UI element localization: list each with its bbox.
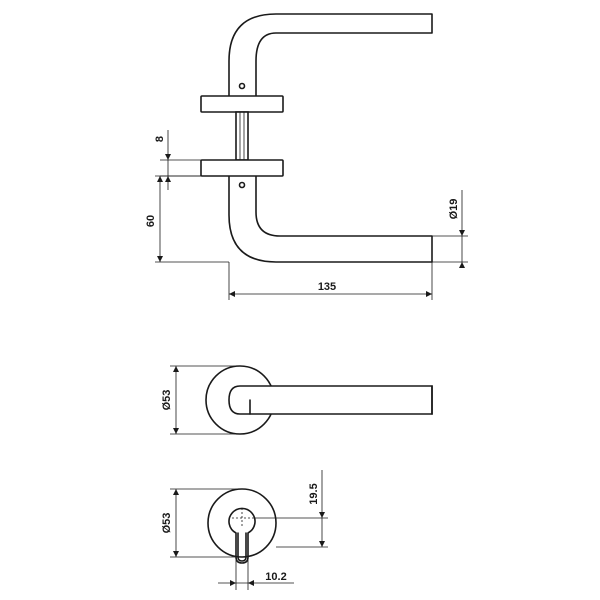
keyhole-inner — [237, 532, 247, 562]
dim-handle-height: 60 — [145, 175, 229, 263]
dim-escutcheon-diameter-label: Ø53 — [161, 513, 173, 534]
side-view-bottom-rose — [200, 159, 284, 177]
screw-hole-top — [238, 82, 246, 90]
side-view-lever — [228, 13, 433, 97]
dim-keyhole-width-label: 10.2 — [265, 571, 286, 583]
side-view-top-rose — [200, 95, 284, 113]
screw-hole-bottom — [238, 181, 246, 189]
front-view: Ø53 — [161, 365, 433, 435]
escutcheon-rose — [207, 488, 277, 558]
side-view-lower-handle — [228, 175, 433, 263]
side-view: 8 60 Ø19 135 — [145, 13, 468, 300]
dim-handle-diameter-label: Ø19 — [448, 199, 460, 220]
dim-rose-thickness-label: 8 — [154, 136, 166, 142]
keyhole-cutout — [228, 507, 256, 564]
dim-rose-diameter-label: Ø53 — [161, 390, 173, 411]
dim-handle-height-label: 60 — [145, 215, 157, 227]
dim-keyhole-width: 10.2 — [218, 560, 294, 590]
dim-handle-length: 135 — [228, 262, 433, 300]
dim-handle-length-label: 135 — [318, 281, 336, 293]
front-view-lever — [228, 385, 433, 415]
dim-rose-diameter: Ø53 — [161, 365, 240, 435]
dim-keyhole-offset-label: 19.5 — [308, 483, 320, 504]
escutcheon-view: Ø53 19.5 10.2 — [161, 470, 328, 590]
dim-escutcheon-diameter: Ø53 — [161, 488, 242, 558]
dim-handle-diameter: Ø19 — [432, 190, 468, 268]
dim-keyhole-offset: 19.5 — [252, 470, 328, 548]
side-view-spindle — [235, 111, 249, 161]
